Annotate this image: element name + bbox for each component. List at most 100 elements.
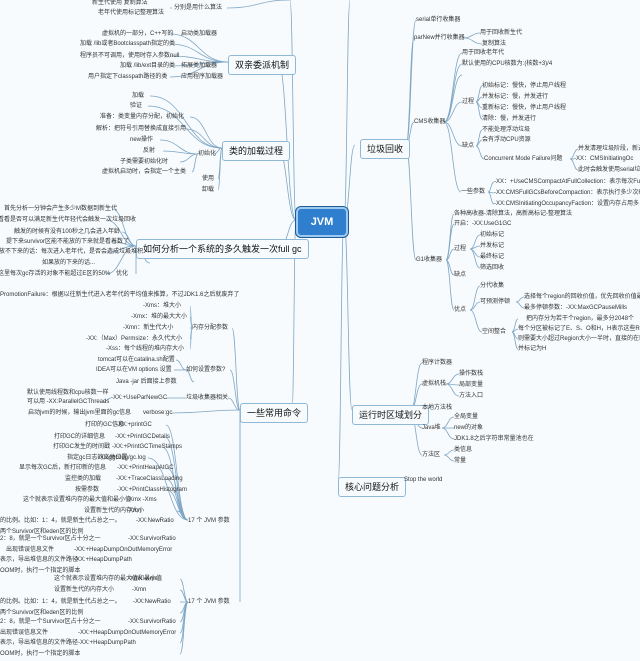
parent-delegation-loader: 应用程序加载器 [181, 74, 224, 80]
jvm-param-desc: 这个就表示设置堆内存的最大值和最小值 [54, 576, 163, 582]
cms-param: -XX:CMSFullGCsBeforeCompaction：表示执行多少次F [494, 190, 640, 196]
g1-process-step: 初始标记 [480, 232, 505, 238]
stop-the-world: Stop the world [404, 477, 443, 483]
print-param-flag: -Xmn [127, 508, 142, 514]
connector-line [445, 213, 455, 261]
loading-step: 加载 [132, 93, 145, 99]
howset-item: Java -jar 后面接上参数 [116, 379, 177, 385]
jvm-param-desc: 2：8，就是一个Survivor区占十分之一 [0, 619, 101, 625]
runtime-area: 方法区 [422, 452, 441, 458]
connector-line [169, 61, 229, 78]
stack-item: 操作数栈 [459, 371, 484, 377]
fullgc-step: 放不下来的话：每次进入老年代，是否会造成垃圾堆积 [0, 249, 144, 255]
jvm-param-desc: 出现错误信息文件 [6, 547, 55, 553]
loading-step: 验证 [130, 103, 143, 109]
connector-line [475, 101, 483, 120]
connector-line [291, 219, 297, 411]
cms-param: -XX：+UseCMSCompactAtFullCollection：表示每次F… [494, 179, 640, 185]
parent-delegation-loader: 拓展类加载器 [181, 63, 218, 69]
jvm-param-flag: -Xmx -Xms [128, 576, 158, 582]
memory-param: -Xss：每个线程的堆内存大小 [106, 346, 185, 352]
connector-line [445, 259, 455, 311]
loading-step: 解析：把符号引用替换成直接引用 [96, 126, 187, 132]
parent-delegation-detail: 加载 /lib/ext目录的类 [120, 63, 176, 69]
connector-line [443, 454, 455, 462]
fullgc-step: 看看是否可以满足新生代年轻代会触发一次垃圾回收 [0, 217, 137, 223]
g1-space-detail: 并标记为H [518, 346, 547, 352]
g1-pro: 可预测停顿 [480, 299, 511, 305]
gc-param: -XX:+UseParNewGC [111, 395, 168, 401]
connector-line [147, 457, 189, 521]
g1-detail: 各种高收器-清除算法，高新高标记-整理算法 [454, 211, 572, 217]
fullgc-step: 提下来survivor区能不能放的下来就是看着数了 [6, 239, 130, 245]
jvm-param-flag: -XX:+HeapDumpPath [74, 557, 132, 563]
print-param-desc: 这个就表示设置堆内存的最大值和最小值 [23, 497, 132, 503]
jvm-param-desc: 表示，导出堆信息的文件路径 [0, 557, 79, 563]
cmf-detail: 此时会触发使用serial垃 [578, 167, 640, 173]
fullgc-step: 这里每次gc存活的对象不能超过E区的50% [0, 271, 111, 277]
connector-line [469, 285, 481, 311]
jvm-param-flag: -Xmn [132, 587, 147, 593]
parent-delegation-loader: 启动类加载器 [181, 31, 218, 37]
g1-space-detail: 则需要大小超过Region大小一半时，直接的在新的 [518, 336, 640, 342]
connector-line [226, 0, 291, 9]
connector-line [175, 359, 187, 371]
connector-line [171, 409, 241, 414]
cmf-label: Concurrent Mode Failure问题 [484, 156, 563, 162]
runtime-area: 本地方法栈 [422, 405, 453, 411]
gc-param: verbose:gc [143, 410, 173, 416]
method-area-item: 类信息 [454, 447, 473, 453]
category-core-analysis[interactable]: 核心问题分析 [338, 477, 407, 497]
jvm-param-desc: 的比例。比如：1：4，就是新生代占总之一。 [0, 518, 121, 524]
jvm-param-desc: 设置新生代的内存大小 [54, 587, 115, 593]
connector-line [149, 95, 223, 149]
runtime-area: Java堆 [422, 425, 441, 431]
init-trigger: 虚拟机启动时，会指定一个主类 [102, 169, 187, 175]
connector-line [469, 301, 481, 311]
stack-item: 方法入口 [459, 393, 484, 399]
connector-line [441, 416, 455, 429]
print-param-desc: 打印GC的详细信息 [54, 434, 106, 440]
category-fullgc-analysis[interactable]: 如何分析一个系统的多久触发一次full gc [136, 239, 309, 259]
jvm-param-desc: 两个Survivor区和eden区的比例 [0, 529, 84, 535]
runtime-area: 虚拟机栈 [422, 381, 447, 387]
connector-line [443, 121, 463, 147]
category-class-loading[interactable]: 类的加载过程 [222, 141, 291, 161]
g1-cons-label: 缺点 [454, 272, 467, 278]
print-param-desc: 打印的GC信息 [85, 422, 125, 428]
category-parent-delegation[interactable]: 双亲委派机制 [228, 55, 297, 75]
connector-line [213, 147, 223, 155]
category-runtime-areas[interactable]: 运行时区域划分 [352, 405, 430, 425]
g1-process-step: 筛选回收 [480, 265, 505, 271]
print-param-flag: -XX:+PrintClassHistogram [117, 487, 187, 493]
parent-delegation-detail: 用户指定下classpath路径的类 [88, 74, 168, 80]
g1-detail: 开启：-XX:UseG1GC [454, 221, 512, 227]
print-param-flag: -XX:+PrintHeapAtGC [117, 465, 174, 471]
root-node-jvm[interactable]: JVM [296, 207, 348, 237]
connector-line [217, 147, 223, 191]
promotion-failure-note: PromotionFailure：根据以往新生代进入老年代的平均值来推算，不过J… [0, 292, 240, 298]
category-garbage-collection[interactable]: 垃圾回收 [360, 139, 411, 159]
memory-param: -Xmx：堆的最大大小 [131, 314, 187, 320]
howset-item: tomcat可以在catalina.sh配置 [98, 357, 175, 363]
jvm-param-desc: 两个Survivor区和eden区的比例 [0, 610, 84, 616]
connector-line [147, 105, 223, 149]
print-param-desc: 打印GC发生的时间戳 [53, 444, 111, 450]
collector-cms: CMS收集器 [414, 119, 446, 125]
howset-label: 如何设置参数? [186, 367, 226, 373]
connector-line [463, 32, 481, 39]
fullgc-step: 优化 [116, 271, 129, 277]
category-common-commands[interactable]: 一些常用命令 [240, 403, 309, 423]
connector-line [179, 153, 199, 163]
jvm-param-flag: -XX:+HeapDumpOnOutMemoryError [78, 630, 177, 636]
loading-step: 卸载 [202, 187, 215, 193]
parent-delegation-detail: 虚拟机的一部分，C++写的 [102, 31, 174, 37]
fullgc-step: 触发的时候有没有100秒之几会进入年龄 [14, 229, 121, 235]
jvm-param-desc: 表示，导出堆信息的文件路径 [0, 640, 79, 646]
connector-line [443, 63, 463, 123]
print-param-flag: -XX:+PrintGCTimeStamps [112, 444, 182, 450]
print-param-flag: -Xmx -Xms [127, 497, 157, 503]
cms-process-label: 过程 [462, 99, 475, 105]
g1-pause-detail: 选择每个region的回收价值，优先回收价值最 [524, 294, 640, 300]
connector-line [515, 296, 525, 303]
